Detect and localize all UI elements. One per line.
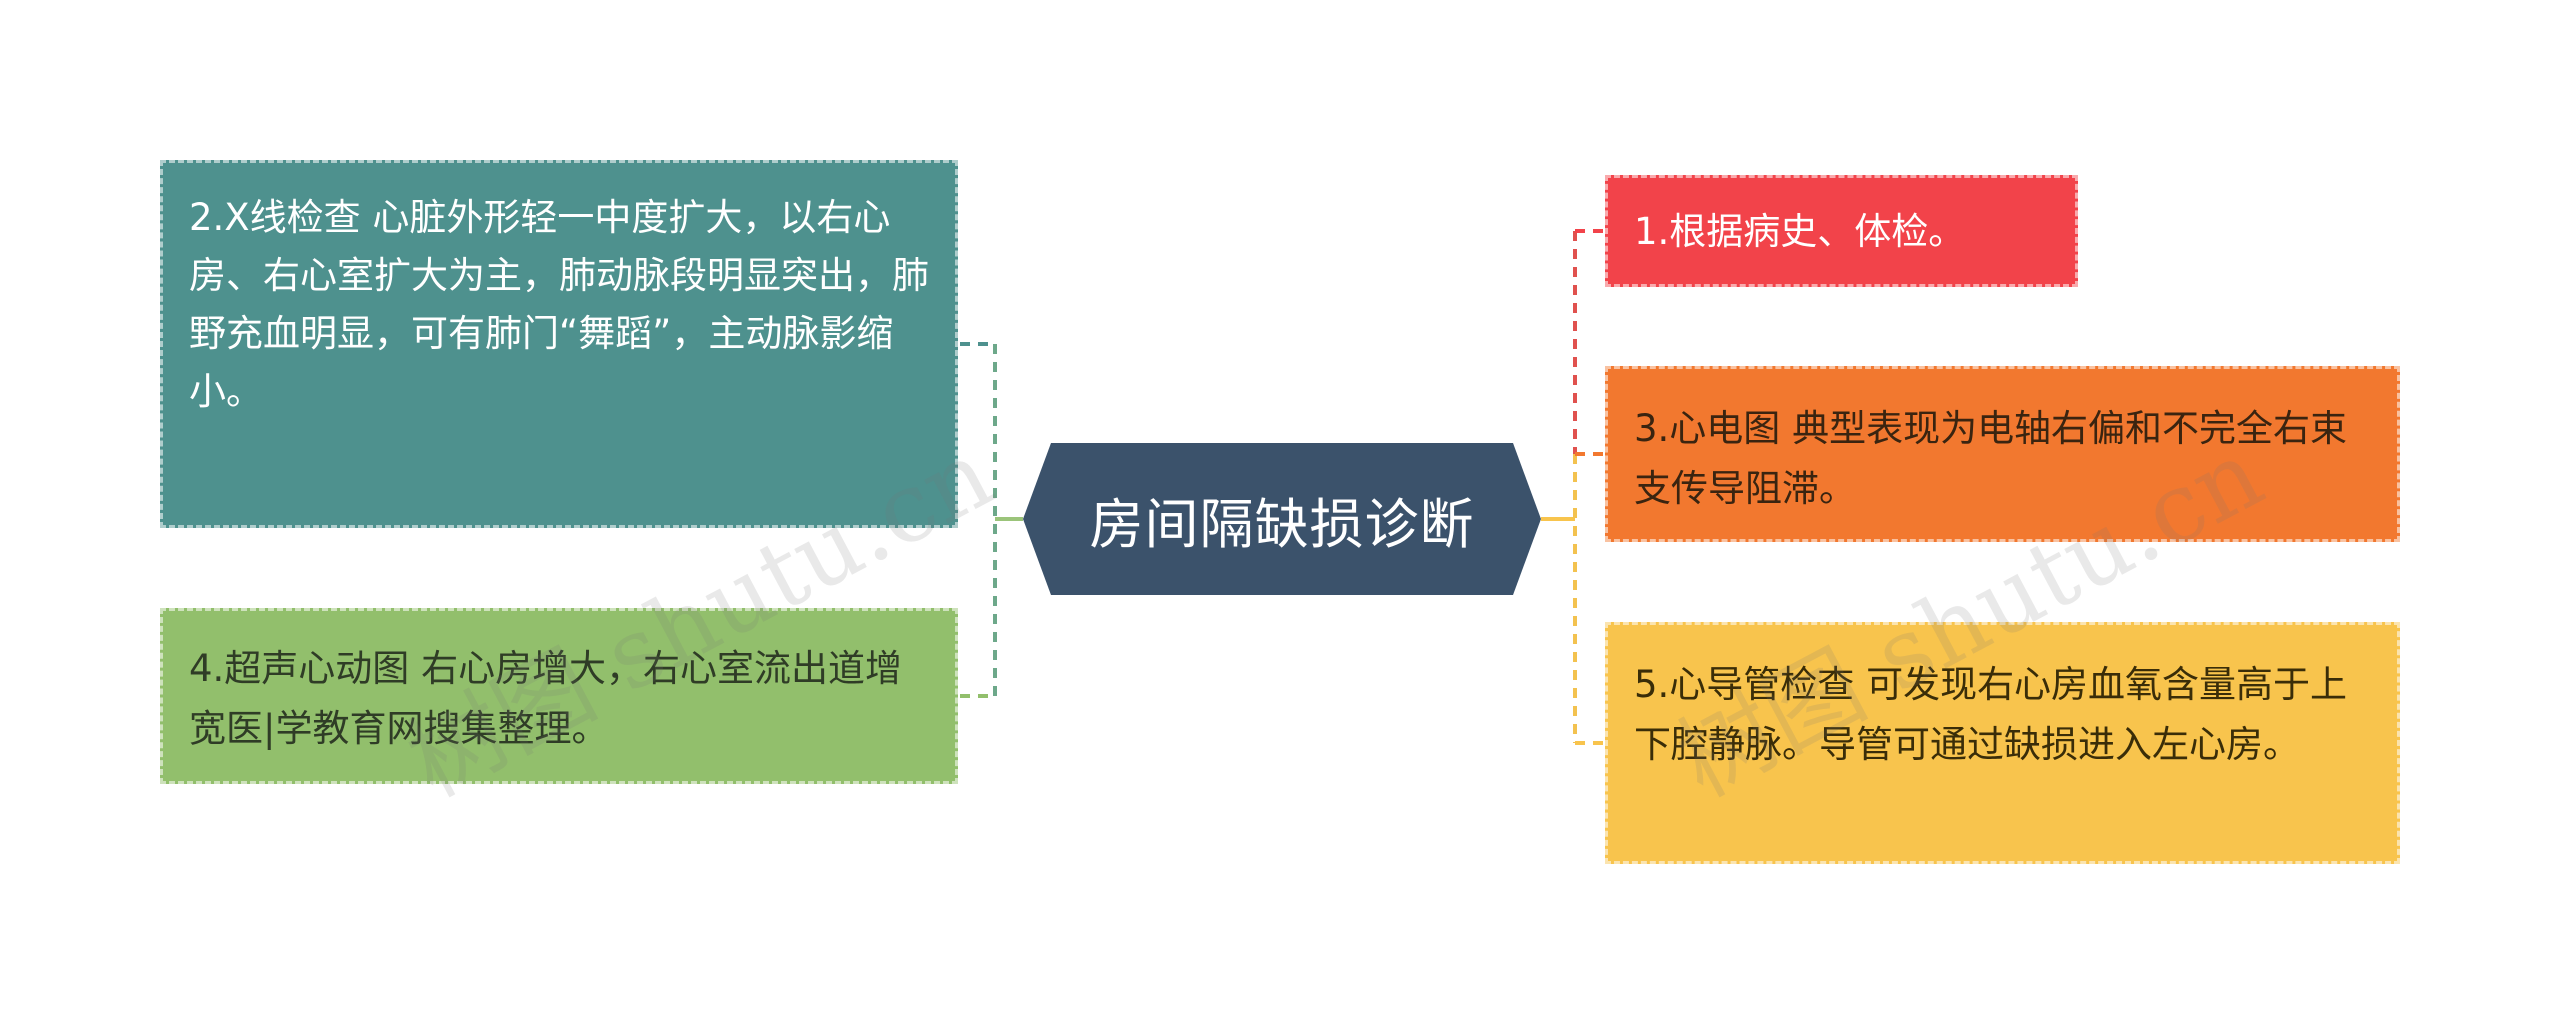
topic-history-exam[interactable]: 1.根据病史、体检。 xyxy=(1605,175,2078,287)
central-topic-label: 房间隔缺损诊断 xyxy=(1089,492,1475,556)
topic-cardiac-catheter[interactable]: 5.心导管检查 可发现右心房血氧含量高于上下腔静脉。导管可通过缺损进入左心房。 xyxy=(1605,622,2400,864)
topic-ecg[interactable]: 3.心电图 典型表现为电轴右偏和不完全右束支传导阻滞。 xyxy=(1605,366,2400,542)
topic-echocardiography[interactable]: 4.超声心动图 右心房增大，右心室流出道增宽医|学教育网搜集整理。 xyxy=(160,608,958,784)
central-topic[interactable]: 房间隔缺损诊断 xyxy=(1023,443,1541,595)
central-topic-shape xyxy=(1023,443,1541,595)
topic-xray[interactable]: 2.X线检查 心脏外形轻一中度扩大，以右心房、右心室扩大为主，肺动脉段明显突出，… xyxy=(160,160,958,528)
